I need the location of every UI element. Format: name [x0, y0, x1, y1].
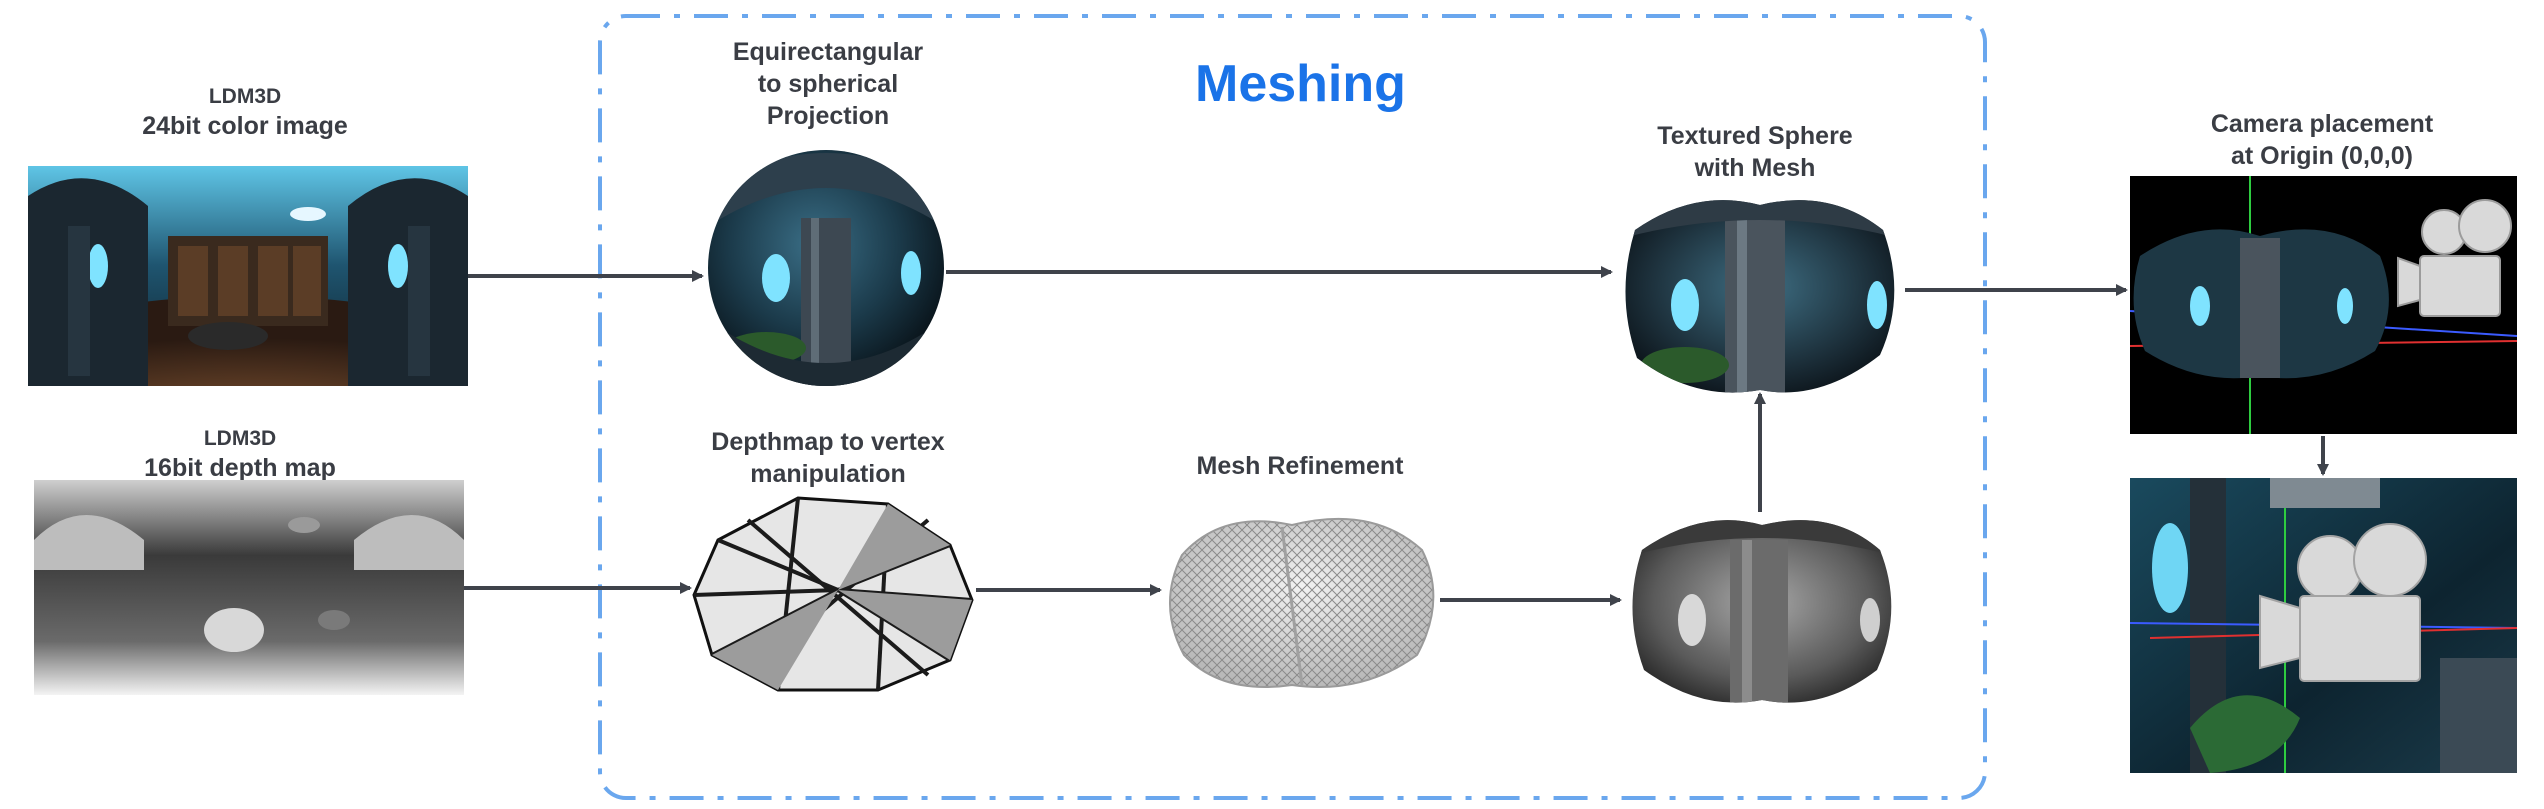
camera-line2: at Origin (0,0,0)	[2231, 142, 2413, 170]
projection-line2: to spherical	[757, 70, 899, 98]
depth-map-image	[34, 480, 464, 695]
camera-line1: Camera placement	[2210, 110, 2434, 138]
color-image-graphic	[28, 166, 468, 386]
vertex-line2: manipulation	[750, 460, 906, 488]
projection-line3: Projection	[766, 102, 890, 130]
vertex-line1: Depthmap to vertex	[711, 428, 945, 456]
refinement-label: Mesh Refinement	[1150, 450, 1450, 482]
shaded-mesh-shape	[1622, 510, 1902, 710]
color-image-label: LDM3D 24bit color image	[100, 84, 390, 142]
color-image-panorama	[28, 166, 468, 386]
textured-line1: Textured Sphere	[1657, 122, 1853, 150]
vertex-mesh-graphic	[692, 496, 974, 692]
projection-label: Equirectangular to spherical Projection	[678, 36, 978, 132]
shaded-mesh-graphic	[1632, 520, 1892, 703]
camera-origin-graphic	[2130, 176, 2517, 434]
camera-closeup-graphic	[2130, 478, 2517, 773]
refined-mesh-shape	[1162, 505, 1442, 695]
depth-map-label: LDM3D 16bit depth map	[95, 426, 385, 484]
depth-map-graphic	[34, 480, 464, 695]
depth-map-kicker: LDM3D	[203, 427, 277, 450]
camera-origin-view	[2130, 176, 2517, 434]
camera-label: Camera placement at Origin (0,0,0)	[2172, 108, 2472, 172]
depth-map-title: 16bit depth map	[144, 454, 336, 482]
textured-mesh-graphic	[1625, 200, 1895, 393]
vertex-mesh-shape	[688, 490, 978, 695]
refined-mesh-graphic	[1169, 517, 1435, 688]
camera-closeup-view	[2130, 478, 2517, 773]
projection-line1: Equirectangular	[732, 38, 924, 66]
textured-line2: with Mesh	[1694, 154, 1816, 182]
color-image-title: 24bit color image	[142, 112, 348, 140]
textured-label: Textured Sphere with Mesh	[1605, 120, 1905, 184]
vertex-label: Depthmap to vertex manipulation	[678, 426, 978, 490]
meshing-title: Meshing	[1195, 55, 1406, 113]
refinement-line1: Mesh Refinement	[1196, 452, 1404, 480]
projection-sphere-graphic	[708, 150, 944, 386]
projection-sphere	[706, 148, 946, 388]
color-image-kicker: LDM3D	[208, 85, 282, 108]
textured-mesh-shape	[1615, 190, 1905, 400]
